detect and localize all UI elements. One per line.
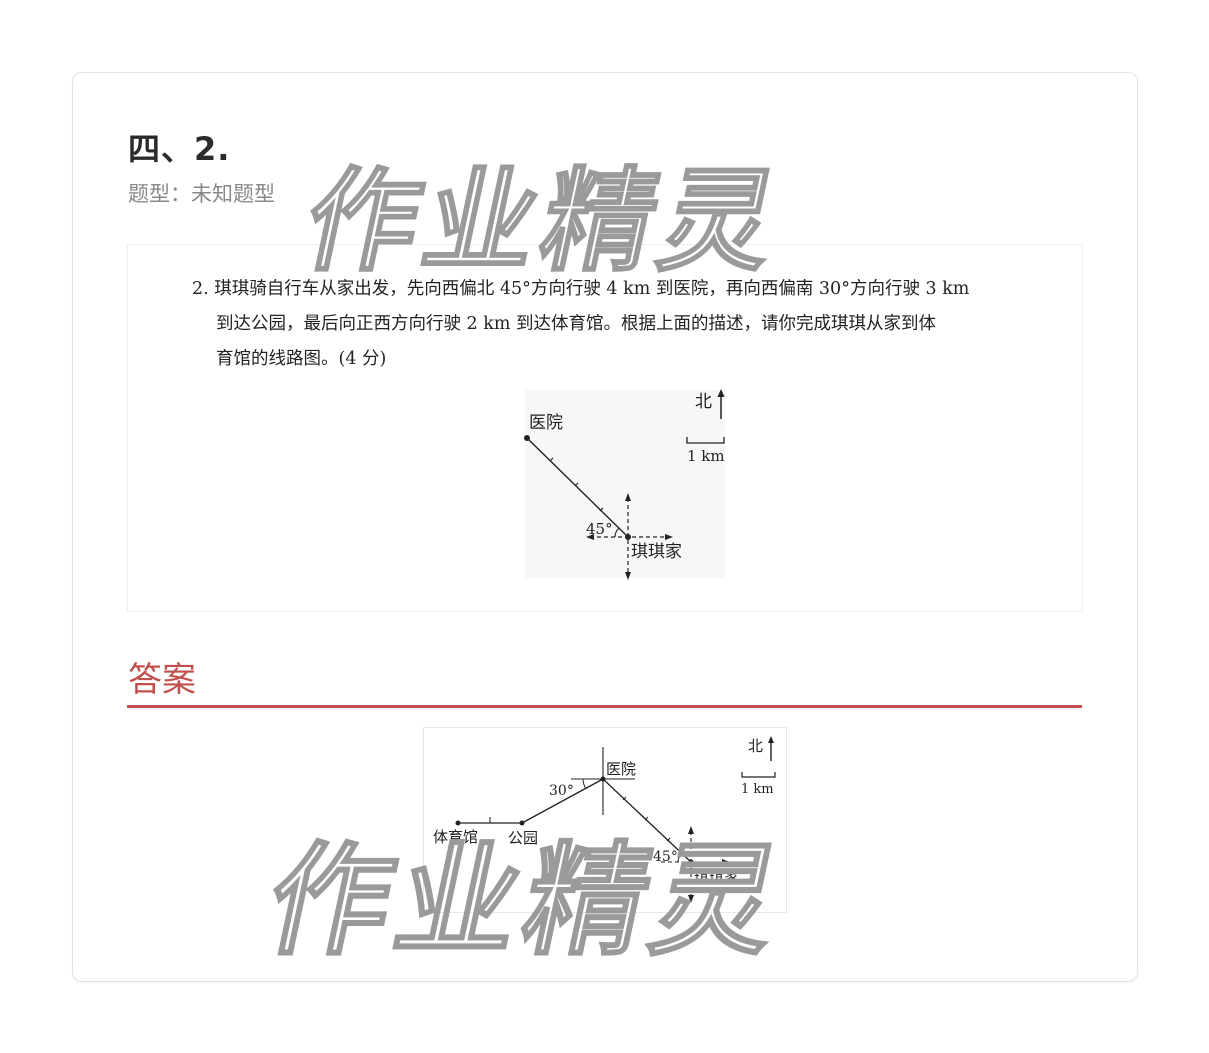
tick-mark: [622, 796, 627, 801]
axis-arrow-right: [665, 534, 673, 540]
north-arrow-head: [717, 389, 725, 397]
north-label: 北: [748, 737, 763, 755]
park-point: [519, 820, 525, 826]
answer-heading: 答案: [128, 660, 196, 700]
angle-label: 45°: [586, 520, 613, 538]
tick-mark: [599, 507, 604, 512]
scale-bar: [686, 437, 725, 444]
answer-figure: 北 1 km 医院 30° 公园 体育馆 45° 琪琪家: [423, 727, 787, 913]
axis-arrow-left: [586, 534, 594, 540]
angle45-label: 45°: [653, 849, 678, 865]
route-home-hospital: [526, 437, 629, 538]
home-point: [688, 859, 694, 865]
tick-mark: [644, 816, 649, 821]
scale-label: 1 km: [687, 447, 725, 465]
home-label: 琪琪家: [694, 868, 739, 886]
question-line-3: 育馆的线路图。(4 分): [216, 349, 387, 369]
hospital-label: 医院: [529, 413, 563, 433]
north-arrow-head: [768, 736, 774, 743]
question-figure: 北 1 km 医院 45° 琪琪家: [524, 389, 725, 580]
home-point: [625, 534, 631, 540]
angle30-label: 30°: [549, 783, 574, 799]
figure-background: [525, 390, 725, 578]
gym-label: 体育馆: [433, 828, 478, 846]
axis-arrow-up: [688, 826, 694, 834]
axis-arrow-right: [722, 859, 730, 865]
figure-frame: [423, 727, 787, 913]
tick-mark: [666, 837, 671, 842]
home-label: 琪琪家: [631, 542, 682, 562]
scale-bar: [741, 772, 776, 778]
question-type: 题型：未知题型: [128, 182, 275, 206]
question-line-2: 到达公园，最后向正西方向行驶 2 km 到达体育馆。根据上面的描述，请你完成琪琪…: [216, 314, 937, 334]
question-text: 2. 琪琪骑自行车从家出发，先向西偏北 45°方向行驶 4 km 到医院，再向西…: [192, 272, 1052, 377]
question-line-1: 2. 琪琪骑自行车从家出发，先向西偏北 45°方向行驶 4 km 到医院，再向西…: [192, 279, 970, 299]
angle30-arc: [582, 778, 587, 790]
north-label: 北: [695, 392, 712, 412]
tick-mark: [549, 457, 554, 462]
park-label: 公园: [508, 829, 538, 847]
page-title: 四、2.: [128, 130, 231, 168]
angle45-arc: [677, 852, 683, 863]
angle-arc: [614, 527, 620, 538]
axis-arrow-down: [625, 572, 631, 580]
hospital-label: 医院: [606, 760, 636, 778]
route-hospital-park: [521, 778, 604, 824]
tick-mark: [574, 482, 579, 487]
axis-arrow-down: [688, 895, 694, 903]
scale-label: 1 km: [741, 782, 774, 797]
gym-point: [455, 820, 461, 826]
axis-arrow-up: [625, 493, 631, 501]
route-home-hospital: [602, 778, 692, 863]
answer-divider: [127, 705, 1082, 708]
